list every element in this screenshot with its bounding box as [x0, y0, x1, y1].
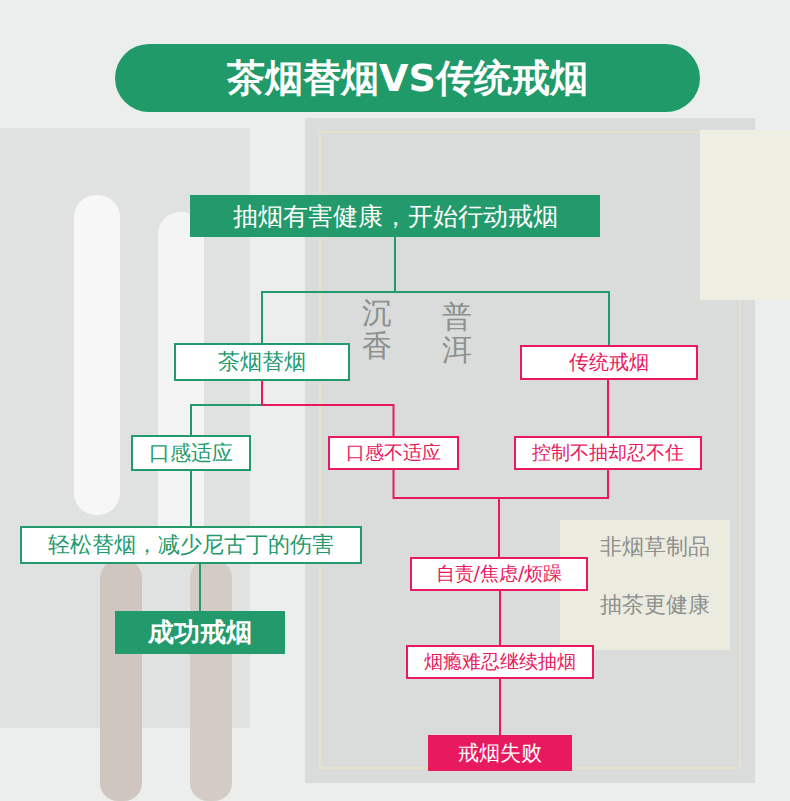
box-text: 自责/焦虑/烦躁: [436, 561, 563, 587]
cigarette-filter: [100, 560, 142, 801]
box-text: 控制不抽却忍不住: [532, 440, 684, 466]
box-text: 戒烟失败: [458, 739, 542, 767]
flow-connector: [607, 380, 609, 436]
box-text: 成功戒烟: [148, 615, 252, 650]
flow-connector: [499, 679, 501, 735]
box-text: 轻松替烟，减少尼古丁的伤害: [48, 530, 334, 560]
package-text: 非烟草制品: [600, 532, 710, 562]
flow-connector: [191, 381, 262, 435]
cigarette: [158, 212, 204, 557]
box-text: 烟瘾难忍继续抽烟: [424, 649, 576, 675]
flow-connector: [190, 471, 192, 526]
box-text: 口感适应: [149, 439, 233, 467]
process-box: 传统戒烟: [520, 345, 698, 380]
package-calligraphy: 沉香: [362, 296, 392, 362]
flow-connector: [499, 591, 501, 645]
flow-connector: [499, 470, 608, 557]
cigarette-filter: [190, 560, 232, 801]
flow-connector: [262, 381, 394, 436]
package-calligraphy: 普洱: [442, 300, 472, 366]
process-box: 自责/焦虑/烦躁: [410, 557, 588, 591]
box-text: 传统戒烟: [569, 349, 649, 376]
title-text: 茶烟替烟VS传统戒烟: [227, 53, 588, 104]
process-box: 戒烟失败: [428, 735, 572, 771]
flow-connector: [199, 564, 201, 611]
process-box: 控制不抽却忍不住: [514, 436, 702, 470]
process-box: 口感适应: [131, 435, 251, 471]
title-banner: 茶烟替烟VS传统戒烟: [115, 44, 700, 112]
package-side: [700, 130, 790, 300]
flow-connector: [394, 470, 500, 557]
process-box: 烟瘾难忍继续抽烟: [406, 645, 594, 679]
process-box: 口感不适应: [328, 436, 459, 470]
box-text: 茶烟替烟: [218, 347, 306, 377]
package-text: 抽茶更健康: [600, 590, 710, 620]
process-box: 茶烟替烟: [174, 343, 350, 381]
box-text: 口感不适应: [346, 440, 441, 466]
flow-connector: [395, 237, 609, 345]
process-box: 抽烟有害健康，开始行动戒烟: [190, 195, 600, 237]
cigarette: [74, 195, 120, 515]
box-text: 抽烟有害健康，开始行动戒烟: [233, 200, 558, 233]
process-box: 轻松替烟，减少尼古丁的伤害: [20, 526, 362, 564]
process-box: 成功戒烟: [115, 611, 285, 654]
